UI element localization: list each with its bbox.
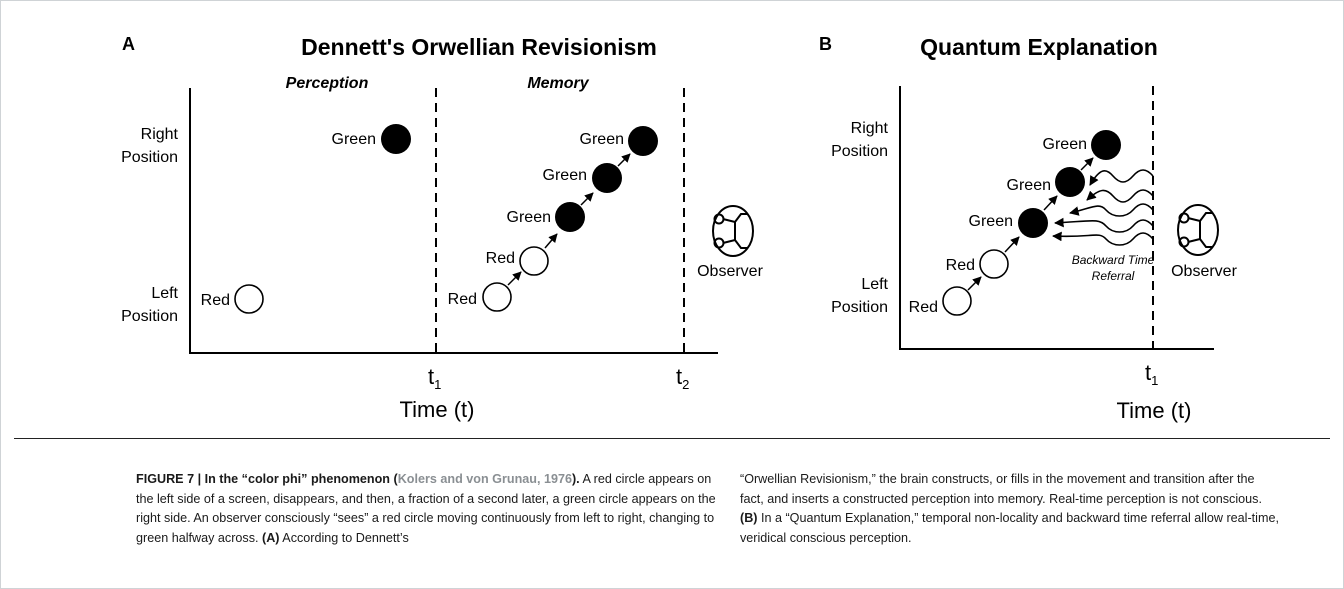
y-label-left-line1: Left (151, 285, 178, 302)
panel-a-axes (189, 88, 718, 354)
caption-text: A red circle appears on the left side of… (136, 472, 716, 545)
t1-tick-label: t1 (1145, 360, 1158, 388)
red-circle (519, 246, 549, 276)
x-axis-label: Time (t) (400, 397, 475, 422)
observer-label: Observer (697, 263, 763, 280)
observer-head-icon (712, 205, 754, 257)
left-red-label: Red (201, 292, 230, 309)
panel-b-title: Quantum Explanation (920, 34, 1158, 60)
memory-heading: Memory (527, 75, 589, 92)
red-1-label: Red (909, 299, 938, 316)
progression-arrows (967, 157, 1094, 291)
backward-referral-arrows (1052, 169, 1154, 246)
caption-divider (14, 438, 1330, 439)
green-circle (1091, 130, 1121, 160)
red-circle (979, 249, 1009, 279)
progression-arrows (507, 153, 631, 286)
mem-green-2-label: Green (543, 167, 587, 184)
perception-green-label: Green (332, 131, 376, 148)
mem-red-2-label: Red (486, 250, 515, 267)
perception-heading: Perception (286, 75, 369, 92)
figure-caption-right: “Orwellian Revisionism,” the brain const… (740, 470, 1280, 548)
caption-marker-b: (B) (740, 511, 758, 525)
green-circle (1055, 167, 1085, 197)
y-label-left-line2: Position (121, 308, 178, 325)
green-2-label: Green (1007, 177, 1051, 194)
red-circle (234, 284, 264, 314)
t2-tick-label: t2 (676, 364, 689, 392)
red-circle (942, 286, 972, 316)
y-label-left-line2: Position (831, 299, 888, 316)
y-label-right-line1: Right (141, 126, 179, 143)
x-axis-label: Time (t) (1117, 398, 1192, 423)
green-3-label: Green (1043, 136, 1087, 153)
y-label-right-line1: Right (851, 120, 889, 137)
figure-diagram: A Dennett's Orwellian Revisionism Percep… (121, 34, 1238, 423)
y-label-left-line1: Left (861, 276, 888, 293)
caption-text: In a “Quantum Explanation,” temporal non… (740, 511, 1279, 545)
figure-caption-left: FIGURE 7 | In the “color phi” phenomenon… (136, 470, 721, 548)
observer-label: Observer (1171, 263, 1237, 280)
caption-figure-label-close: ). (571, 472, 580, 486)
caption-text: According to Dennett’s (279, 530, 409, 545)
red-circle (482, 282, 512, 312)
caption-citation-link[interactable]: Kolers and von Grunau, 1976 (397, 472, 572, 486)
y-label-right-line2: Position (121, 149, 178, 166)
red-2-label: Red (946, 257, 975, 274)
caption-figure-label: FIGURE 7 | In the “color phi” phenomenon… (136, 472, 398, 486)
mem-green-1-label: Green (507, 209, 551, 226)
panel-a: A Dennett's Orwellian Revisionism Percep… (121, 34, 763, 422)
observer-head-icon (1177, 204, 1219, 256)
green-circle (592, 163, 622, 193)
backward-referral-label-line1: Backward Time (1072, 253, 1155, 267)
green-1-label: Green (969, 213, 1013, 230)
panel-a-title: Dennett's Orwellian Revisionism (301, 34, 657, 60)
green-circle (628, 126, 658, 156)
green-circle (1018, 208, 1048, 238)
caption-marker-a: (A) (262, 530, 280, 545)
green-circle (555, 202, 585, 232)
mem-green-3-label: Green (580, 131, 624, 148)
panel-b-axes (899, 86, 1214, 350)
caption-text: “Orwellian Revisionism,” the brain const… (740, 472, 1262, 506)
mem-red-1-label: Red (448, 291, 477, 308)
y-label-right-line2: Position (831, 143, 888, 160)
t1-tick-label: t1 (428, 364, 441, 392)
backward-referral-label-line2: Referral (1092, 269, 1135, 283)
panel-b-letter: B (819, 34, 832, 54)
green-circle (381, 124, 411, 154)
panel-b: B Quantum Explanation Right Position Lef… (819, 34, 1238, 423)
panel-a-letter: A (122, 34, 135, 54)
